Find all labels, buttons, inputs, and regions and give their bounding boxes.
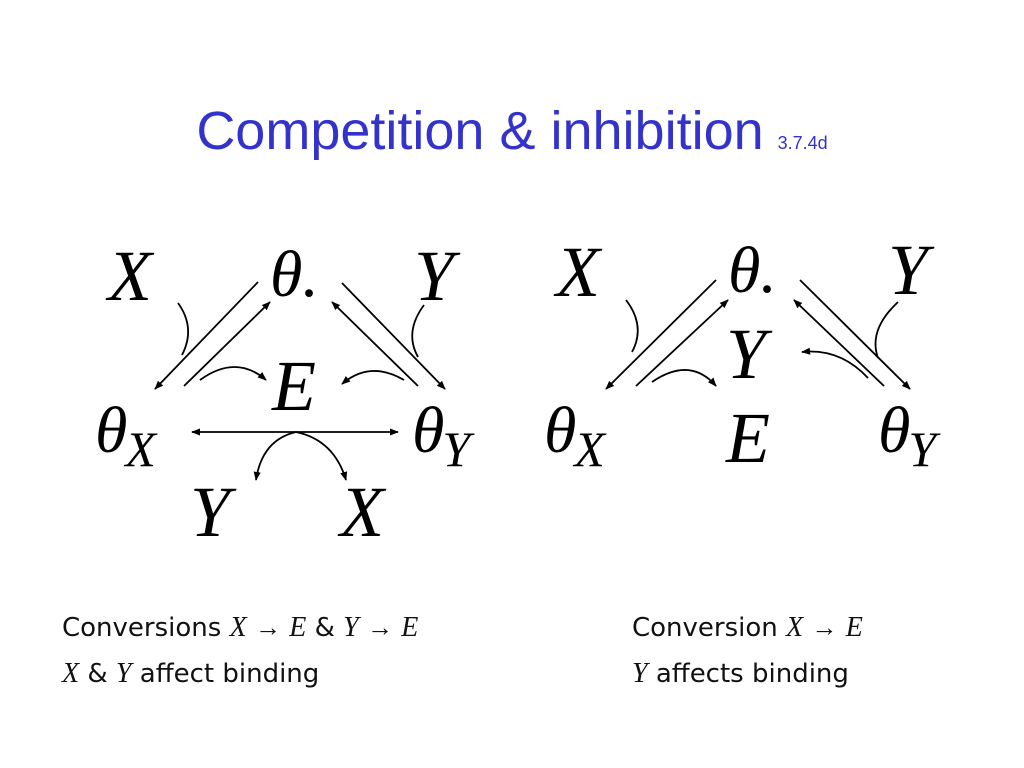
right-caption-line2: Y affects binding [632, 658, 849, 690]
left-product-e: E [271, 346, 316, 426]
right-caption-word: Conversion [632, 613, 778, 643]
right-arrow-release-x [635, 299, 729, 387]
left-release-x: X [337, 472, 387, 552]
left-caption-e-1: E [289, 612, 307, 643]
left-arrow-bind-y [341, 282, 446, 390]
left-arrow-bind-x [154, 281, 259, 390]
left-theta-x-symbol: θ [95, 394, 127, 467]
left-theta-x-subscript: X [123, 421, 158, 477]
right-theta-x: θX [544, 394, 607, 477]
right-theta-x-symbol: θ [544, 394, 576, 467]
title-ref: 3.7.4d [777, 133, 828, 153]
left-caption2-x: X [62, 658, 80, 689]
left-diagram: X θ. Y E θX θY Y X [95, 236, 475, 552]
right-caption-x: X [786, 612, 804, 643]
left-caption2-y: Y [115, 658, 132, 689]
left-caption-line2: X & Y affect binding [62, 658, 319, 690]
right-arrow-bind-y [799, 279, 911, 390]
left-caption-arrow-1: → [254, 613, 281, 642]
right-theta-y-symbol: θ [878, 394, 910, 467]
title: Competition & inhibition 3.7.4d [0, 100, 1024, 162]
left-arrow-release-y [331, 301, 419, 387]
left-theta-y-symbol: θ [412, 394, 444, 467]
left-curve-y-in [411, 304, 425, 358]
left-release-y: Y [190, 472, 237, 552]
right-caption-line1: Conversion X → E [632, 612, 863, 644]
left-caption-line1: Conversions X → E & Y → E [62, 612, 418, 644]
right-caption2-text: affects binding [655, 659, 849, 689]
left-curve-x-out [295, 431, 348, 481]
right-caption-arrow: → [811, 613, 838, 642]
title-main: Competition & inhibition [196, 101, 764, 161]
left-caption-word: Conversions [62, 613, 222, 643]
left-substrate-x: X [105, 236, 155, 316]
left-curve-y-out [253, 431, 297, 481]
right-curve-y-out [801, 347, 869, 379]
right-arrow-release-y [793, 299, 885, 387]
right-inhibitor-y: Y [726, 314, 773, 394]
right-curve-e-out [651, 369, 717, 387]
left-caption2-text: affect binding [139, 659, 320, 689]
left-caption-e-2: E [401, 612, 419, 643]
right-caption-e: E [845, 612, 863, 643]
left-caption-amp: & [314, 613, 335, 643]
right-substrate-x: X [553, 232, 603, 312]
right-substrate-y: Y [888, 230, 935, 310]
left-curve-e-from-x [199, 366, 267, 381]
left-arrow-release-x [183, 301, 271, 387]
left-theta-y: θY [412, 394, 475, 477]
left-caption2-amp: & [87, 659, 108, 689]
left-substrate-y: Y [414, 236, 461, 316]
right-theta-y-subscript: Y [908, 421, 941, 477]
left-caption-x: X [229, 612, 247, 643]
left-caption-y: Y [343, 612, 359, 643]
left-theta-y-subscript: Y [442, 421, 475, 477]
right-curve-y-in [874, 301, 899, 359]
right-curve-x-in [625, 299, 639, 353]
right-arrow-bind-x [605, 279, 717, 390]
right-free-enzyme: θ. [728, 234, 777, 307]
left-theta-x: θX [95, 394, 158, 477]
right-diagram: X θ. Y Y E θX θY [544, 230, 941, 478]
left-free-enzyme: θ. [270, 238, 319, 311]
right-theta-y: θY [878, 394, 941, 477]
right-product-e: E [725, 398, 770, 478]
left-caption-arrow-2: → [367, 613, 393, 642]
right-caption2-y: Y [632, 658, 648, 689]
left-curve-x-in [177, 302, 189, 356]
left-curve-e-from-y [341, 370, 405, 385]
right-theta-x-subscript: X [572, 421, 607, 477]
